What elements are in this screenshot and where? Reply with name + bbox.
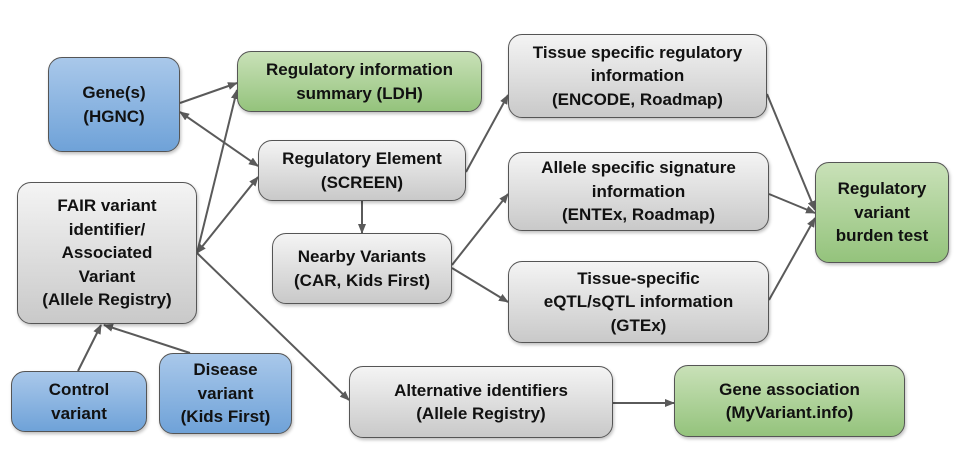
node-gene-association: Gene association (MyVariant.info) — [674, 365, 905, 437]
node-regulatory-variant-burden-test: Regulatory variant burden test — [815, 162, 949, 263]
edge-tissue-reg-to-burden — [766, 93, 816, 211]
edge-eqtl-to-burden — [768, 217, 816, 301]
edge-disease-to-fair — [103, 323, 191, 354]
edge-fair-to-altid — [196, 252, 350, 401]
node-regulatory-information-summary: Regulatory information summary (LDH) — [237, 51, 482, 112]
edge-control-to-fair — [77, 324, 102, 372]
node-control-variant: Control variant — [11, 371, 147, 432]
node-fair-variant-identifier: FAIR variant identifier/ Associated Vari… — [17, 182, 197, 324]
node-alternative-identifiers: Alternative identifiers (Allele Registry… — [349, 366, 613, 438]
node-nearby-variants: Nearby Variants (CAR, Kids First) — [272, 233, 452, 304]
edge-nearby-to-allele-sig — [451, 193, 509, 266]
edge-fair-to-screen — [196, 176, 259, 254]
node-allele-specific-signature: Allele specific signature information (E… — [508, 152, 769, 231]
edge-genes-to-ldh — [179, 82, 238, 104]
node-disease-variant: Disease variant (Kids First) — [159, 353, 292, 434]
edge-screen-to-tissue-reg — [465, 94, 509, 173]
node-eqtl-sqtl-information: Tissue-specific eQTL/sQTL information (G… — [508, 261, 769, 343]
edge-nearby-to-eqtl — [451, 267, 509, 303]
node-tissue-specific-regulatory: Tissue specific regulatory information (… — [508, 34, 767, 118]
edge-genes-to-screen — [179, 111, 259, 167]
node-regulatory-element-screen: Regulatory Element (SCREEN) — [258, 140, 466, 201]
node-genes-hgnc: Gene(s) (HGNC) — [48, 57, 180, 152]
edge-allele-sig-to-burden — [768, 193, 816, 214]
edge-layer — [77, 82, 816, 407]
